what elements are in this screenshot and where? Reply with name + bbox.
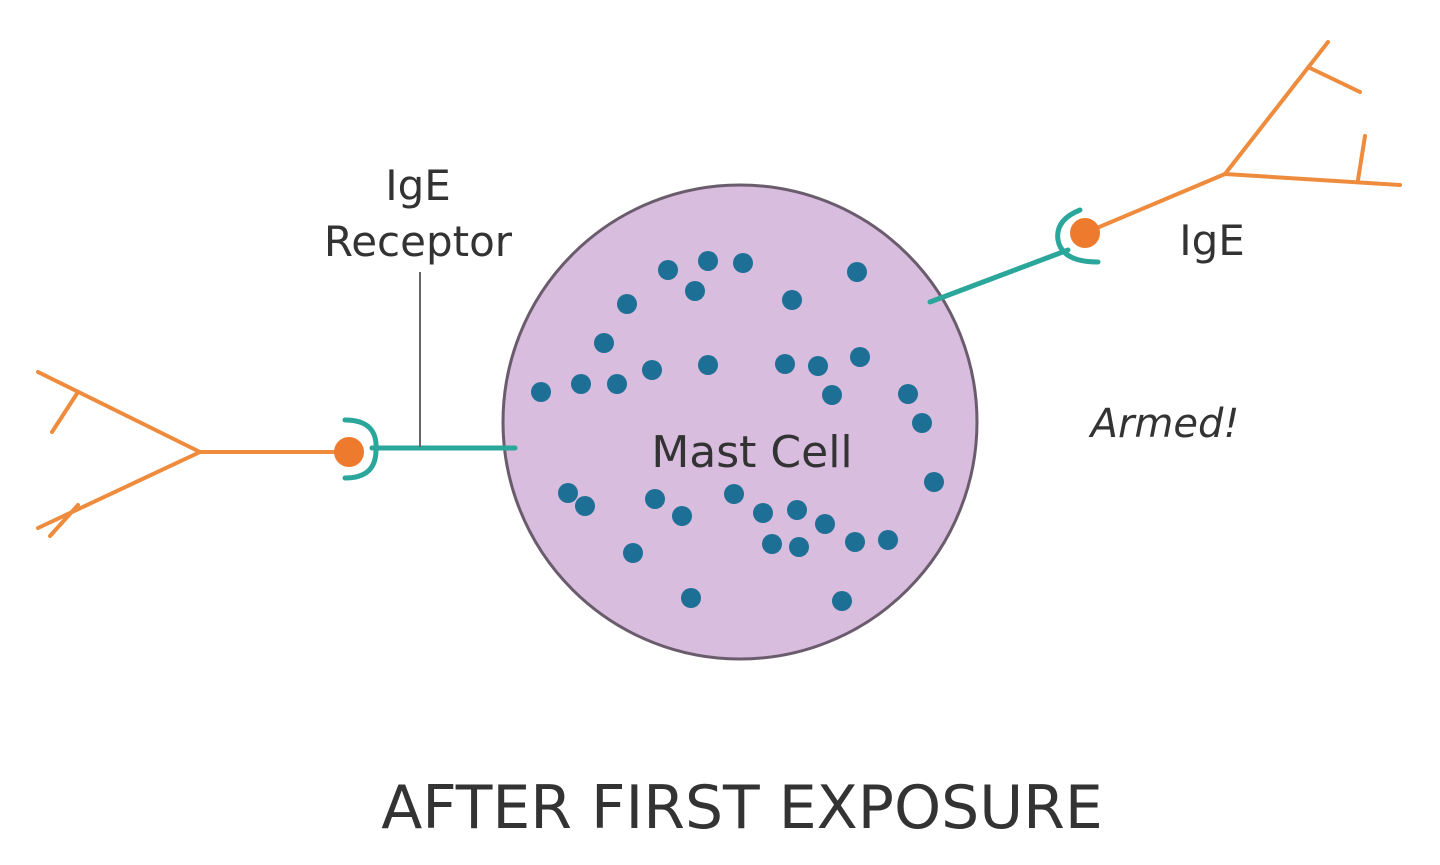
granule (845, 532, 865, 552)
granule (878, 530, 898, 550)
granule (753, 503, 773, 523)
granule (681, 588, 701, 608)
granule (531, 382, 551, 402)
granule (787, 500, 807, 520)
right-ige-antibody (1083, 40, 1402, 235)
granule (575, 496, 595, 516)
granule (594, 333, 614, 353)
left-ige-antibody (36, 370, 347, 538)
right-receptor-stalk (927, 247, 1071, 305)
receptor-label-line1: IgE (385, 161, 451, 210)
ige-label: IgE (1179, 216, 1245, 265)
granule (822, 385, 842, 405)
granule (808, 356, 828, 376)
receptor-label-line2: Receptor (324, 217, 513, 266)
granule (617, 294, 637, 314)
granule (571, 374, 591, 394)
granule (698, 355, 718, 375)
granules-group (531, 251, 944, 611)
granule (782, 290, 802, 310)
granule (724, 484, 744, 504)
right-receptor-cup (1055, 207, 1101, 265)
granule (815, 514, 835, 534)
granule (789, 537, 809, 557)
mast-cell-label: Mast Cell (651, 427, 852, 478)
left-receptor-cup (342, 417, 379, 481)
granule (685, 281, 705, 301)
granule (762, 534, 782, 554)
granule (832, 591, 852, 611)
granule (898, 384, 918, 404)
granule (924, 472, 944, 492)
granule (607, 374, 627, 394)
granule (642, 360, 662, 380)
granule (698, 251, 718, 271)
caption-title: AFTER FIRST EXPOSURE (381, 773, 1103, 843)
granule (912, 413, 932, 433)
granule (850, 347, 870, 367)
granule (658, 260, 678, 280)
granule (645, 489, 665, 509)
left-antigen-dot (334, 437, 364, 467)
right-antigen-dot (1070, 218, 1100, 248)
granule (775, 354, 795, 374)
granule (623, 543, 643, 563)
granule (847, 262, 867, 282)
granule (558, 483, 578, 503)
armed-label: Armed! (1088, 401, 1240, 447)
granule (733, 253, 753, 273)
granule (672, 506, 692, 526)
